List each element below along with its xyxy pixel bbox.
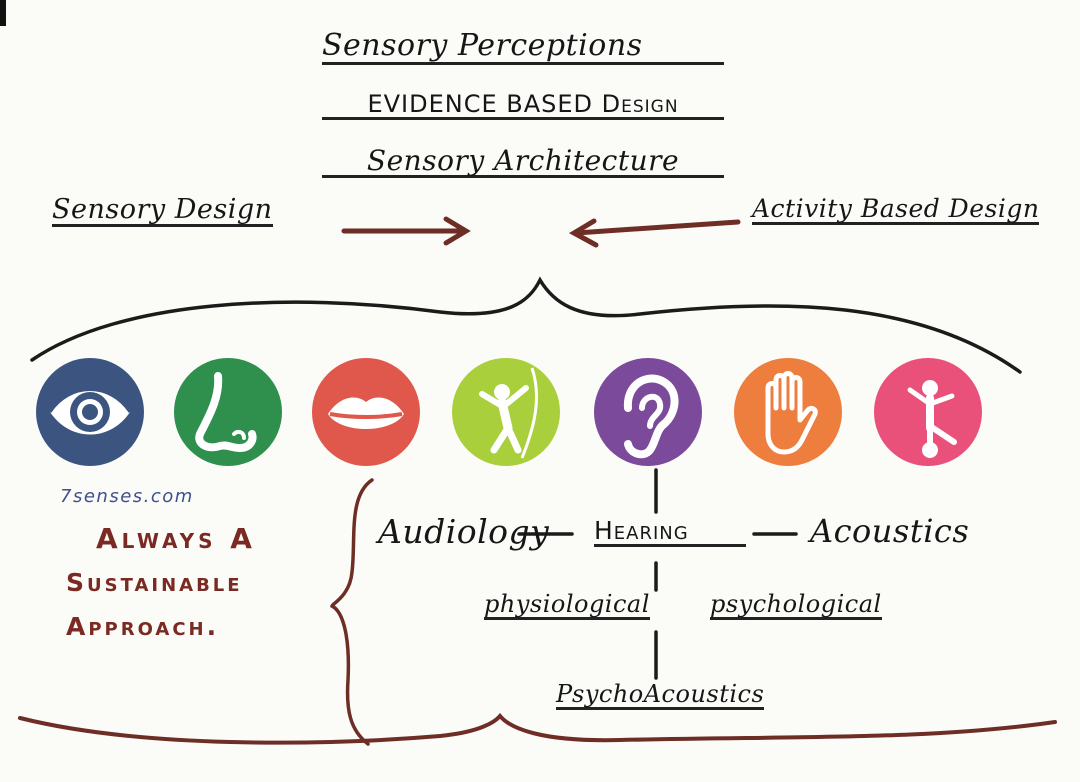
title-sensory-architecture: Sensory Architecture: [322, 146, 724, 179]
eye-icon: [36, 358, 144, 466]
title-evidence-based-design: EVIDENCE BASED Design: [322, 91, 724, 121]
hearing-connectors: [517, 468, 798, 680]
hearing-sub-physiological: physiological: [484, 591, 650, 621]
hearing-bottom-psychoacoustics: PsychoAcoustics: [556, 681, 765, 711]
note-line-3: Approach.: [66, 612, 220, 641]
hearing-center: Hearing: [594, 517, 746, 548]
balance-icon: [874, 358, 982, 466]
hearing-left-audiology: Audiology: [378, 512, 550, 551]
hand-icon: [734, 358, 842, 466]
left-brace: [330, 478, 374, 746]
arrow-left: [568, 218, 741, 248]
label-activity-based-design: Activity Based Design: [752, 195, 1040, 226]
corner-mark: [0, 0, 6, 26]
title-sensory-perceptions: Sensory Perceptions: [322, 30, 724, 65]
ear-icon: [594, 358, 702, 466]
source-7senses: 7senses.com: [60, 486, 194, 507]
arrow-right: [341, 216, 471, 246]
note-line-2: Sustainable: [66, 568, 243, 597]
top-brace: [30, 276, 1022, 374]
hearing-sub-psychological: psychological: [710, 591, 882, 621]
note-line-1: Always A: [96, 522, 256, 555]
label-sensory-design: Sensory Design: [52, 195, 273, 228]
bottom-brace: [18, 712, 1057, 745]
nose-icon: [174, 358, 282, 466]
climber-icon: [452, 358, 560, 466]
hearing-right-acoustics: Acoustics: [810, 512, 970, 550]
mouth-icon: [312, 358, 420, 466]
